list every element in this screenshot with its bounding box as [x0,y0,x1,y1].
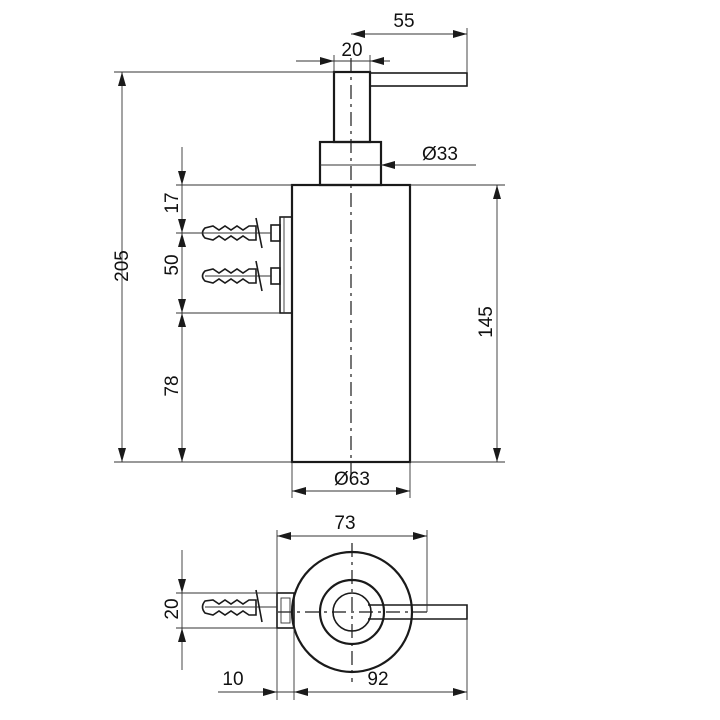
top-bracket [276,592,295,629]
dim-pump-base-label: Ø33 [422,144,458,165]
dim-pump-width-label: 20 [341,40,362,61]
lower-wall-anchor [201,260,271,292]
pump-lever [369,72,468,87]
dim-top-to-screw-label: 17 [162,192,183,213]
dim-top-screw-offset-label: 20 [162,598,183,619]
dim-lever-length: 55 [351,11,467,38]
dim-body-height-label: 145 [476,306,497,338]
dim-total-height-label: 205 [112,250,133,282]
dim-top-diameter-label: 73 [334,513,355,534]
dim-screw-spacing-label: 50 [162,254,183,275]
dim-body-height: 145 [476,185,501,462]
upper-wall-anchor [201,217,271,249]
dim-total-height: 205 [112,72,133,462]
front-view: 205 17 50 78 145 55 [112,11,505,498]
dim-pump-width: 20 [296,40,390,65]
pump-stem [332,70,372,144]
dim-body-diameter: Ø63 [292,469,410,495]
dim-top-screw-offset: 20 [162,550,277,670]
dim-lever-length-label: 55 [393,11,414,32]
dim-pump-base: Ø33 [320,144,476,169]
top-wall-anchor [201,589,277,623]
dim-total-depth-label: 92 [367,669,388,690]
dim-bracket-depth-label: 10 [222,669,243,690]
wall-bracket [270,216,293,314]
top-lever [368,604,468,620]
dim-left-chain: 17 50 78 [162,147,186,462]
dim-bottom-chain: 10 92 [218,619,468,700]
dim-body-diameter-label: Ø63 [334,469,370,490]
dim-top-diameter: 73 [276,513,428,612]
top-view: 73 20 10 92 [162,513,468,700]
dim-screw-to-bottom-label: 78 [162,375,183,396]
